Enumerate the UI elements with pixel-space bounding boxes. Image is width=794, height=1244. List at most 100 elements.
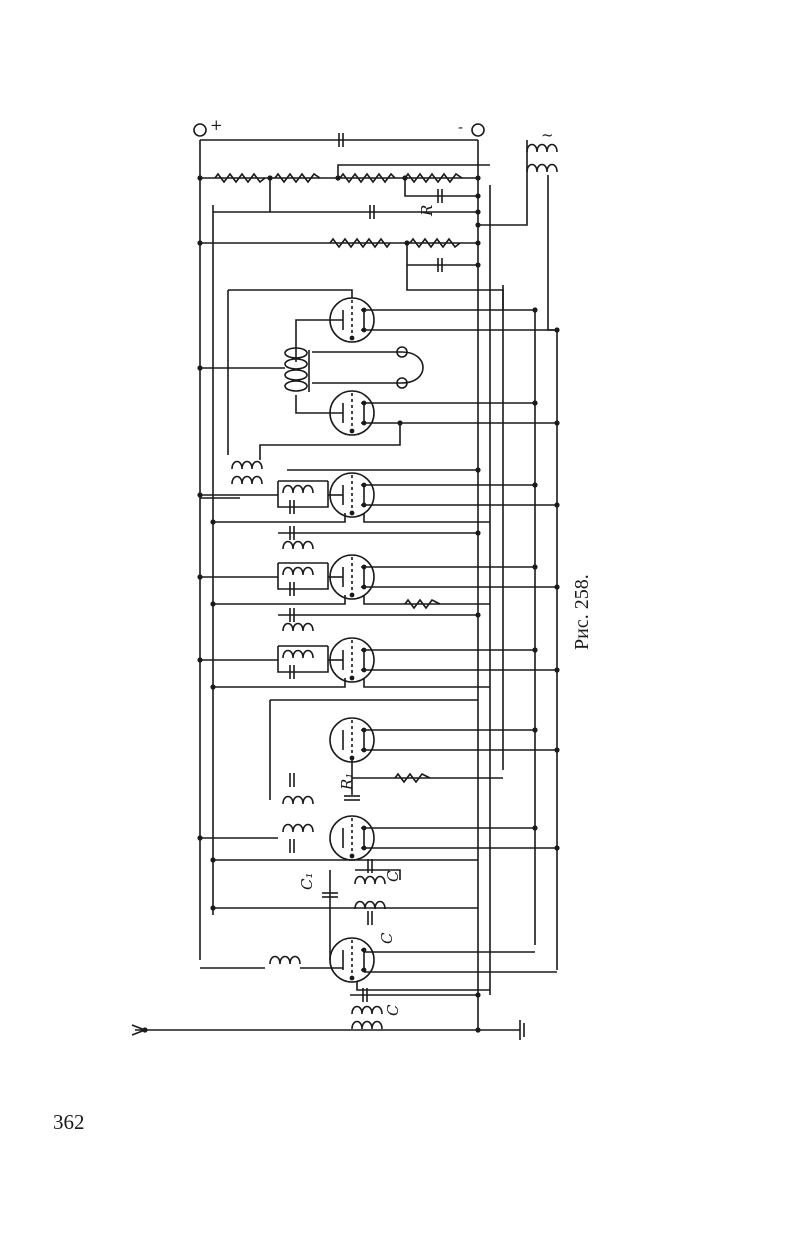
tube-pin xyxy=(361,482,367,488)
junction-dot xyxy=(475,612,481,618)
tube-pin xyxy=(361,947,367,953)
output-transformer-coil xyxy=(284,369,308,381)
tube-pin xyxy=(349,428,355,434)
capacitor-C1 xyxy=(322,892,338,898)
junction-dot xyxy=(335,175,341,181)
label-C-3: C xyxy=(384,1004,402,1016)
grid-leak-resistor xyxy=(404,598,441,610)
tube-pin xyxy=(349,975,355,981)
component-labels: + - ~ R R₁ C₁ C C C xyxy=(210,116,554,1016)
wire xyxy=(404,178,478,197)
tube-pin xyxy=(361,667,367,673)
power-transformer-primary xyxy=(526,143,558,153)
junction-dot xyxy=(267,175,273,181)
variable-capacitor-C xyxy=(367,859,373,873)
junction-dot xyxy=(197,175,203,181)
variable-capacitor-C xyxy=(362,988,368,1002)
junction-dot xyxy=(475,222,481,228)
junction-dot xyxy=(532,400,538,406)
tube-rf-2 xyxy=(329,554,375,600)
junction-dot xyxy=(554,667,560,673)
tube-envelope xyxy=(329,554,375,600)
junction-dot xyxy=(197,240,203,246)
tube-pin xyxy=(349,755,355,761)
tube-detector xyxy=(329,717,375,763)
capacitor-R1 xyxy=(344,795,360,801)
tube-oscillator xyxy=(329,815,375,861)
wire xyxy=(228,289,353,298)
transformer-lead xyxy=(478,140,528,226)
wire xyxy=(406,265,504,310)
tube-pin xyxy=(361,327,367,333)
tube-pin xyxy=(361,727,367,733)
tube-anode xyxy=(361,729,365,751)
junction-dot xyxy=(475,262,481,268)
capacitor xyxy=(437,189,443,203)
coupling-coil xyxy=(282,622,314,632)
coil xyxy=(282,823,314,833)
wire xyxy=(363,595,490,605)
tuning-coil xyxy=(282,566,314,576)
junction-dot xyxy=(475,530,481,536)
components xyxy=(131,123,558,1040)
wire xyxy=(363,513,490,523)
wire xyxy=(213,678,346,688)
wires xyxy=(135,139,560,1033)
resistor-1 xyxy=(214,172,266,184)
tube-anode xyxy=(361,949,365,971)
tube-pin xyxy=(349,335,355,341)
capacitor xyxy=(289,839,295,853)
antenna-coil xyxy=(351,1005,383,1015)
tube-rf-1 xyxy=(329,472,375,518)
junction-dot xyxy=(475,467,481,473)
junction-dot xyxy=(475,193,481,199)
tube-pin xyxy=(361,502,367,508)
wire xyxy=(259,423,401,460)
tube-pin xyxy=(361,307,367,313)
junction-dot xyxy=(210,857,216,863)
af-transformer-secondary xyxy=(231,475,263,485)
tube-anode xyxy=(361,827,365,849)
capacitor-top xyxy=(338,133,344,147)
junction-dot xyxy=(197,574,203,580)
junction-dot xyxy=(397,420,403,426)
tube-pin xyxy=(361,584,367,590)
junction-dot xyxy=(210,519,216,525)
junction-dot xyxy=(554,420,560,426)
resistor-R xyxy=(409,237,461,249)
junction-dot xyxy=(554,845,560,851)
input-choke xyxy=(269,955,301,965)
tube-pin xyxy=(361,747,367,753)
label-plus: + xyxy=(210,116,223,134)
tube-anode xyxy=(361,566,365,588)
tube-output-2 xyxy=(329,390,375,436)
oscillator-coil-2 xyxy=(354,900,386,910)
junction-dot xyxy=(532,307,538,313)
tube-pin xyxy=(361,967,367,973)
tuning-coil xyxy=(282,484,314,494)
headphone-jack xyxy=(396,346,408,358)
label-minus: - xyxy=(458,118,463,136)
af-transformer-primary xyxy=(231,460,263,470)
label-C-1: C xyxy=(384,870,402,882)
junction-dot xyxy=(532,825,538,831)
wire xyxy=(363,678,490,688)
output-transformer-coil xyxy=(284,358,308,370)
page-number: 362 xyxy=(53,1110,85,1134)
tube-envelope xyxy=(329,297,375,343)
tube-pin xyxy=(361,845,367,851)
tube-anode xyxy=(361,649,365,671)
tube-pin xyxy=(349,510,355,516)
wire xyxy=(295,319,343,362)
tube-envelope xyxy=(329,472,375,518)
tube-input xyxy=(329,937,375,983)
coupling-coil xyxy=(282,540,314,550)
resistor-2 xyxy=(274,172,321,184)
junction-dot xyxy=(532,647,538,653)
tuning-capacitor xyxy=(289,582,295,596)
junction-dot xyxy=(475,1027,481,1033)
junction-dot xyxy=(554,747,560,753)
label-ac: ~ xyxy=(541,126,554,144)
capacitor xyxy=(437,258,443,272)
junction-dot xyxy=(197,492,203,498)
